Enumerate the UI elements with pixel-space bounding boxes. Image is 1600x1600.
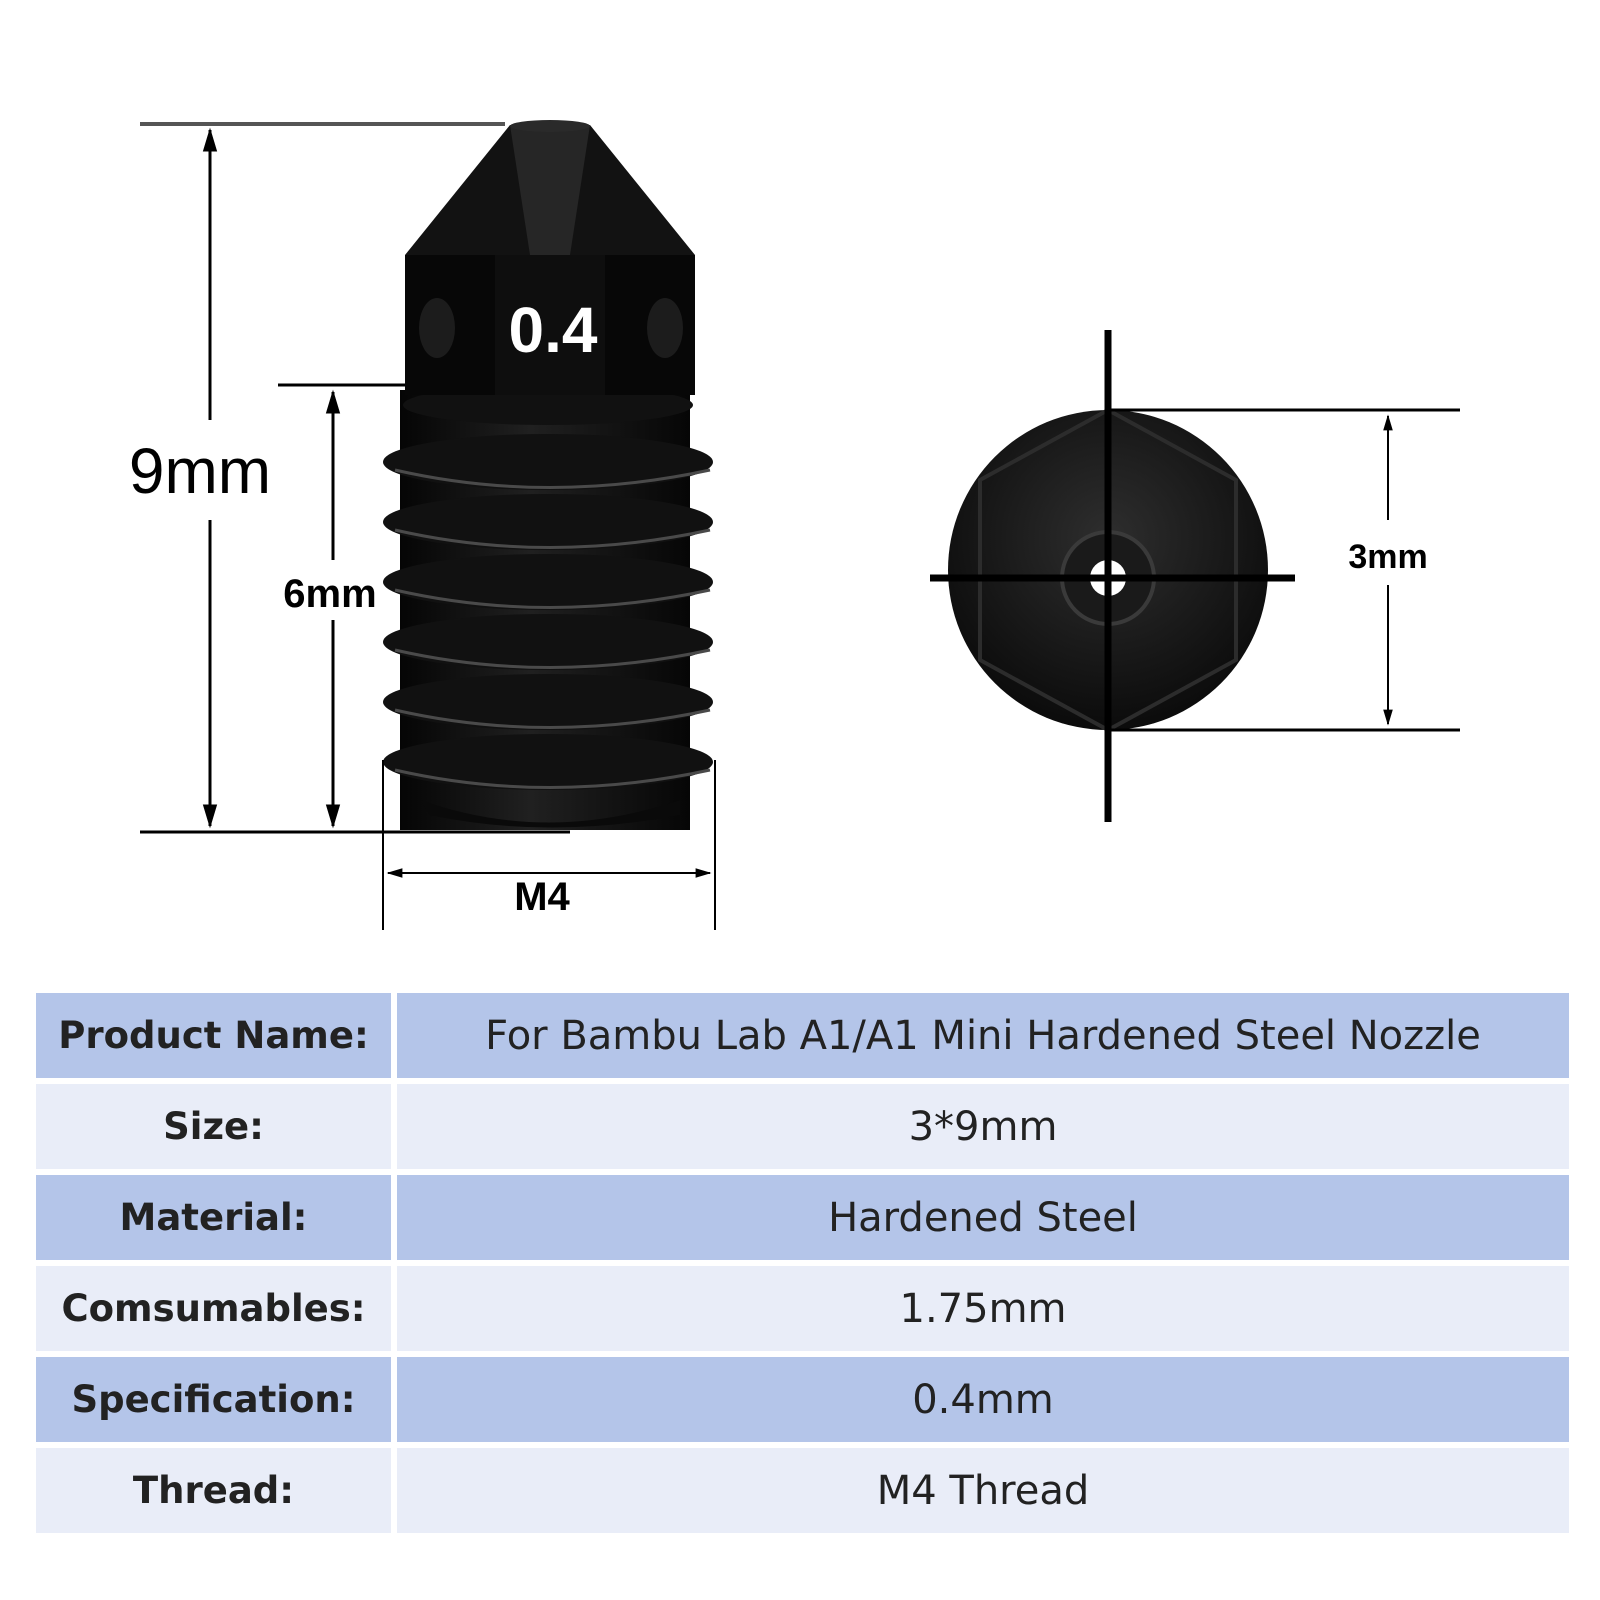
spec-row-size: Size: 3*9mm (36, 1084, 1569, 1169)
outer-diameter-label: 3mm (1348, 538, 1427, 576)
spec-row-material: Material: Hardened Steel (36, 1175, 1569, 1260)
spec-value: For Bambu Lab A1/A1 Mini Hardened Steel … (397, 993, 1569, 1078)
spec-value: 1.75mm (397, 1266, 1569, 1351)
hex-dimple-left (419, 298, 455, 358)
spec-label: Specification: (36, 1357, 391, 1442)
thread-highlights (394, 468, 711, 789)
spec-value: 3*9mm (397, 1084, 1569, 1169)
spec-label: Material: (36, 1175, 391, 1260)
dimension-lines-top (930, 330, 1460, 822)
spec-value: M4 Thread (397, 1448, 1569, 1533)
nozzle-diagram: 0.4 9mm 6mm M4 3mm (129, 120, 1460, 930)
spec-label: Size: (36, 1084, 391, 1169)
dimension-lines-side (140, 122, 716, 930)
cone-facet (510, 125, 590, 255)
nozzle-side-view: 0.4 (383, 120, 713, 830)
spec-row-product-name: Product Name: For Bambu Lab A1/A1 Mini H… (36, 993, 1569, 1078)
thread-size-label: M4 (514, 875, 570, 919)
spec-label: Product Name: (36, 993, 391, 1078)
spec-label: Comsumables: (36, 1266, 391, 1351)
spec-row-specification: Specification: 0.4mm (36, 1357, 1569, 1442)
spec-value: 0.4mm (397, 1357, 1569, 1442)
spec-row-thread: Thread: M4 Thread (36, 1448, 1569, 1533)
nozzle-size-marking: 0.4 (509, 294, 598, 366)
spec-label: Thread: (36, 1448, 391, 1533)
thread-bottom (420, 800, 680, 828)
spec-row-consumables: Comsumables: 1.75mm (36, 1266, 1569, 1351)
spec-value: Hardened Steel (397, 1175, 1569, 1260)
hex-dimple-right (647, 298, 683, 358)
thread-crests (383, 385, 713, 790)
nozzle-tip (510, 120, 590, 132)
spec-table: Product Name: For Bambu Lab A1/A1 Mini H… (36, 993, 1569, 1539)
thread-length-label: 6mm (283, 572, 376, 616)
overall-height-label: 9mm (129, 435, 271, 507)
